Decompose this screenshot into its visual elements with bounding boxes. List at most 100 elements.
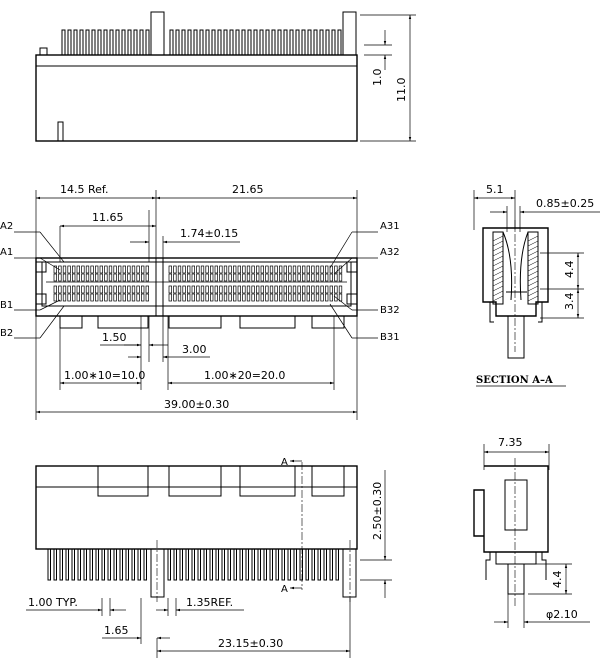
contact	[251, 293, 255, 302]
contact	[306, 273, 310, 282]
front-pin	[191, 549, 195, 581]
front-pin	[125, 549, 129, 581]
contact	[81, 285, 85, 294]
contact	[136, 285, 140, 294]
contact	[205, 265, 209, 274]
hatch-line	[492, 250, 504, 257]
contact	[210, 265, 214, 274]
contact	[338, 273, 343, 282]
side-pin	[187, 29, 192, 55]
contact	[320, 265, 324, 274]
front-pin	[305, 549, 309, 581]
contact	[242, 285, 246, 294]
contact	[311, 293, 315, 302]
contact	[292, 285, 297, 294]
contact	[145, 293, 149, 302]
hatch-line	[527, 275, 539, 282]
pin-label-a2: A2	[0, 221, 13, 232]
contact	[283, 285, 287, 294]
dim-21-65: 21.65	[232, 183, 264, 196]
contact	[141, 265, 145, 274]
contact	[219, 265, 223, 274]
contact	[237, 265, 241, 274]
contact	[168, 273, 172, 282]
contact	[297, 285, 301, 294]
front-pin	[179, 549, 183, 581]
contact	[108, 265, 113, 274]
contact	[251, 285, 255, 294]
side-pin	[325, 29, 330, 55]
front-pin	[89, 549, 93, 581]
contact	[95, 285, 99, 294]
hatch-line	[527, 245, 539, 252]
front-pin	[263, 549, 267, 581]
contact	[141, 293, 145, 302]
contact	[228, 265, 232, 274]
contact	[58, 273, 62, 282]
section-mark-top: A	[281, 457, 288, 468]
contact	[200, 265, 205, 274]
side-post-right	[342, 11, 357, 56]
contact	[187, 293, 191, 302]
contact	[131, 273, 136, 282]
contact	[90, 265, 94, 274]
contact	[219, 285, 223, 294]
contact	[122, 285, 126, 294]
side-pin	[91, 29, 96, 55]
contact	[58, 293, 62, 302]
contact	[274, 293, 278, 302]
front-pin	[329, 549, 333, 581]
contact	[108, 285, 113, 294]
contact	[127, 293, 131, 302]
front-pin	[203, 549, 207, 581]
contact	[191, 285, 195, 294]
contact	[67, 285, 71, 294]
contact	[196, 285, 200, 294]
hatch-line	[527, 260, 539, 267]
contact	[85, 285, 90, 294]
contact	[256, 265, 260, 274]
contact	[274, 265, 278, 274]
contact	[127, 273, 131, 282]
contact	[196, 293, 200, 302]
contact	[187, 273, 191, 282]
dim-1-0: 1.0	[371, 69, 384, 87]
hatch-line	[527, 235, 539, 242]
contact	[173, 265, 177, 274]
hatch-line	[492, 255, 504, 262]
pin-label-b2: B2	[0, 328, 13, 339]
hatch-line	[492, 265, 504, 272]
contact	[246, 273, 251, 282]
contact	[131, 265, 136, 274]
contact	[246, 293, 251, 302]
contact	[131, 285, 136, 294]
hatch-line	[527, 295, 539, 302]
contact	[237, 273, 241, 282]
hatch-line	[527, 290, 539, 297]
side-pin	[265, 29, 270, 55]
dim-11-0: 11.0	[395, 78, 408, 103]
contact	[168, 265, 172, 274]
pin-label-b32: B32	[380, 305, 400, 316]
contact	[173, 285, 177, 294]
front-pin	[287, 549, 291, 581]
front-pin	[119, 549, 123, 581]
dim-5-1: 5.1	[486, 183, 504, 196]
contact	[233, 285, 237, 294]
front-pin	[221, 549, 225, 581]
front-pin	[245, 549, 249, 581]
dim-0-85: 0.85±0.25	[536, 197, 594, 210]
dim-1-50: 1.50	[102, 331, 127, 344]
contact	[283, 293, 287, 302]
front-pin	[83, 549, 87, 581]
contact	[311, 265, 315, 274]
contact	[62, 273, 67, 282]
dim-1-35-ref: 1.35REF.	[186, 596, 233, 609]
section-mark-bottom: A	[281, 584, 288, 595]
contact	[242, 273, 246, 282]
contact	[62, 265, 67, 274]
front-pin	[101, 549, 105, 581]
contact	[256, 273, 260, 282]
contact	[302, 285, 306, 294]
side-pin	[223, 29, 228, 55]
